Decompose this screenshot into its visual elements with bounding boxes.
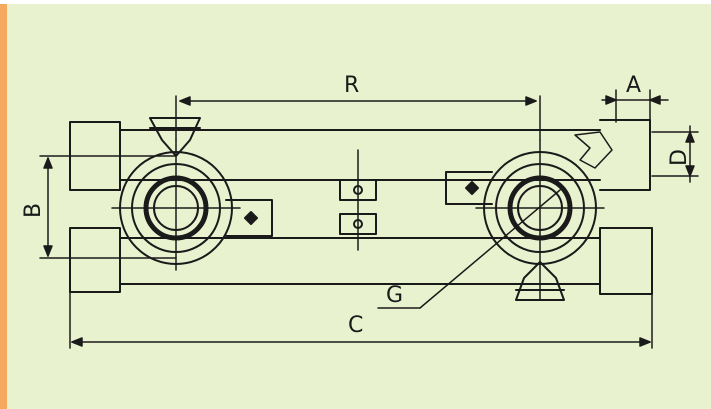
- left-bracket: [225, 199, 273, 237]
- label-a: A: [626, 73, 641, 98]
- dimension-c: [69, 291, 653, 349]
- label-r: R: [344, 73, 359, 98]
- label-b: B: [21, 203, 46, 218]
- right-bracket: [445, 171, 493, 205]
- left-accent-border: [0, 0, 7, 409]
- left-port: [111, 117, 241, 271]
- dimension-b: [39, 155, 177, 259]
- dimension-d: [651, 125, 699, 183]
- leader-g: [377, 189, 561, 309]
- dimension-r: [175, 95, 541, 141]
- dimension-a: [601, 89, 669, 123]
- top-edge: [0, 0, 711, 4]
- label-g: G: [386, 283, 403, 308]
- label-d: D: [667, 149, 692, 166]
- center-clips: [339, 149, 377, 251]
- right-port: [475, 139, 605, 301]
- label-c: C: [348, 313, 363, 338]
